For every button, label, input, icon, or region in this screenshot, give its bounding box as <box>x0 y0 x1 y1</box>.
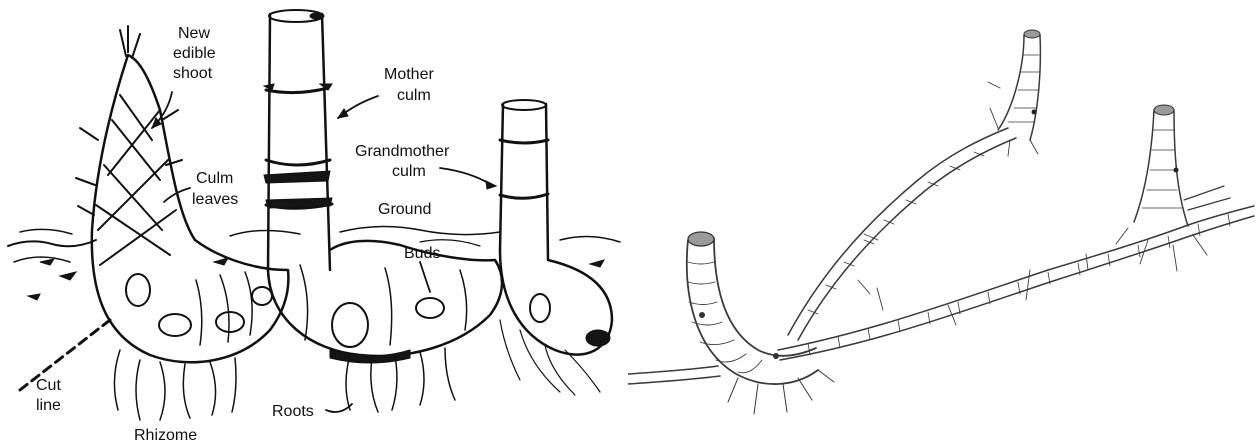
main-culm <box>628 232 834 414</box>
label-cut-line-1: Cut <box>36 377 61 394</box>
label-mother-culm-1: Mother <box>384 66 434 83</box>
leader-lines <box>152 92 496 412</box>
roots <box>114 320 600 420</box>
label-new-edible-shoot-2: edible <box>173 45 216 62</box>
mother-culm <box>264 10 502 363</box>
right-shoot <box>1116 105 1230 271</box>
rootlets <box>858 234 1088 325</box>
upper-shoot <box>988 30 1040 156</box>
label-buds: Buds <box>404 245 440 262</box>
long-rhizome-runner <box>778 206 1254 360</box>
cut-line <box>20 320 110 390</box>
label-grandmother-culm-2: culm <box>392 163 426 180</box>
running-rhizome-illustration <box>628 0 1257 444</box>
upper-rhizome-runner <box>788 128 1016 340</box>
bamboo-rhizome-diagram: New edible shoot Mother culm Grandmother… <box>0 0 625 444</box>
grandmother-culm <box>500 100 612 355</box>
label-new-edible-shoot-3: shoot <box>173 65 213 82</box>
label-culm-leaves-2: leaves <box>192 191 238 208</box>
label-ground: Ground <box>378 201 431 218</box>
label-rhizome: Rhizome <box>134 427 197 444</box>
ground-surface <box>8 226 620 300</box>
running-rhizome-drawing <box>628 0 1257 444</box>
rhizome-illustration: New edible shoot Mother culm Grandmother… <box>0 0 625 444</box>
label-mother-culm-2: culm <box>397 87 431 104</box>
label-grandmother-culm-1: Grandmother <box>355 143 450 160</box>
diagram-labels: New edible shoot Mother culm Grandmother… <box>36 25 450 444</box>
label-culm-leaves-1: Culm <box>196 170 233 187</box>
label-roots: Roots <box>272 403 314 420</box>
label-cut-line-2: line <box>36 397 61 414</box>
label-new-edible-shoot-1: New <box>178 25 210 42</box>
